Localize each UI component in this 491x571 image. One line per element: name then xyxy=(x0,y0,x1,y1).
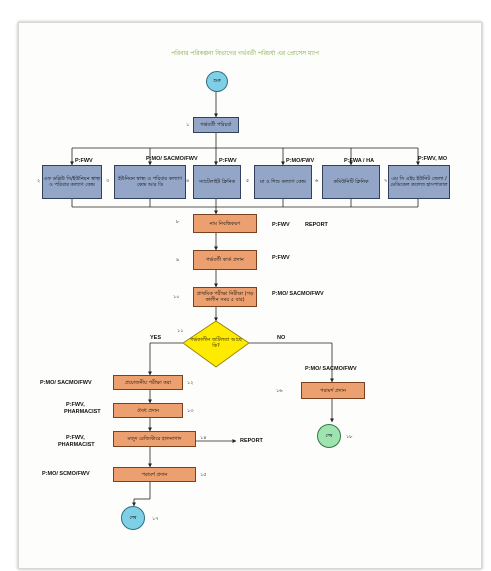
step14-label: মজুদ রেজিস্টারে হালনাগাদ xyxy=(127,436,182,442)
step5-box: মা ও শিশু কল্যাণ কেন্দ্র xyxy=(254,165,312,199)
step1-box: গর্ভবর্তী পরিচর্যা xyxy=(193,117,239,133)
step9-number: ৯ xyxy=(176,257,180,263)
step14-role: PHARMACIST xyxy=(58,442,95,448)
step12-role: P:MO/ SACMO/FWV xyxy=(40,380,92,386)
step8-role: P:FWV xyxy=(272,222,290,228)
step16-number: ১৬ xyxy=(276,388,283,394)
step12-box: প্রয়োজনীয় পরীক্ষা করা xyxy=(113,375,183,390)
step7-role: P:FWV, MO xyxy=(418,156,448,162)
step13-label: ঔষধ প্রদান xyxy=(136,407,160,414)
decision-label: গর্ভকালীন জটিলতা আছে কি? xyxy=(190,337,242,349)
step14-output: REPORT xyxy=(240,438,263,444)
step8-label: নাম নিবন্ধিকরণ xyxy=(209,220,241,227)
step1-label: গর্ভবর্তী পরিচর্যা xyxy=(200,122,232,128)
decision-number: ১১ xyxy=(177,328,184,334)
step15-role: P:MO/ SCMO/FWV xyxy=(42,471,90,477)
end-label-2: শেষ xyxy=(325,433,333,439)
step2-role: P:FWV xyxy=(75,158,93,164)
decision-yes-label: YES xyxy=(150,335,162,341)
step14-number: ১৪ xyxy=(200,435,207,441)
step12-label: প্রয়োজনীয় পরীক্ষা করা xyxy=(125,379,171,386)
step9-role: P:FWV xyxy=(272,255,290,261)
step13-role-line1: P:FWV, xyxy=(66,402,85,408)
step1-number: ১ xyxy=(186,122,190,128)
step13-number: ১৩ xyxy=(187,408,194,414)
step5-number: ৫ xyxy=(246,178,250,184)
decision-no-label: NO xyxy=(277,335,286,341)
decision-diamond xyxy=(182,320,250,368)
step13-box: ঔষধ প্রদান xyxy=(113,403,183,418)
step7-label: এম সি এইচ ইউনিট জেলা / মেডিকেল কলেজ হাসপ… xyxy=(390,176,448,188)
step6-number: ৬ xyxy=(315,178,319,184)
step4-number: ৪ xyxy=(186,178,190,184)
step16-box: পরামর্শ প্রদান xyxy=(301,382,365,399)
step6-role: P:FWA / HA xyxy=(344,158,375,164)
step8-output: REPORT xyxy=(305,222,328,228)
step12-number: ১২ xyxy=(187,380,194,386)
end-label-1: শেষ xyxy=(129,515,137,521)
step3-box: ইউনিয়ন স্বাস্থ্য ও পরিবার কল্যাণ কেন্দ্… xyxy=(114,165,186,199)
step2-box: এফ ডব্লিউ সি/ইউনিয়ন স্বাস্থ্য ও পরিবার … xyxy=(42,165,102,199)
step9-box: গর্ভবর্তী কার্ড প্রদান xyxy=(193,250,257,270)
start-node: শুরু xyxy=(206,71,228,92)
end-number-1: ১৭ xyxy=(152,516,159,522)
step3-label: ইউনিয়ন স্বাস্থ্য ও পরিবার কল্যাণ কেন্দ্… xyxy=(118,176,182,188)
end-node-2: শেষ xyxy=(317,424,341,448)
step2-number: ২ xyxy=(37,178,41,184)
end-node-1: শেষ xyxy=(121,506,145,530)
start-label: শুরু xyxy=(213,79,221,84)
step6-box: কমিউনিটি ক্লিনিক xyxy=(322,165,380,199)
step15-box: পরামর্শ প্রদান xyxy=(113,467,196,482)
step15-number: ১৫ xyxy=(200,472,207,478)
step13-role: PHARMACIST xyxy=(64,409,101,415)
step7-box: এম সি এইচ ইউনিট জেলা / মেডিকেল কলেজ হাসপ… xyxy=(388,165,450,199)
step4-box: স্যাটেলাইট ক্লিনিক xyxy=(193,165,241,199)
step4-label: স্যাটেলাইট ক্লিনিক xyxy=(198,179,236,185)
step14-box: মজুদ রেজিস্টারে হালনাগাদ xyxy=(113,431,196,447)
step3-number: ৩ xyxy=(106,178,110,184)
step16-label: পরামর্শ প্রদান xyxy=(320,387,346,394)
step10-label: প্রাথমিক পরীক্ষা নিরীক্ষা (গড় কালীন সময… xyxy=(196,291,254,303)
step10-number: ১০ xyxy=(173,294,180,300)
step9-label: গর্ভবর্তী কার্ড প্রদান xyxy=(206,257,244,263)
step14-role-line1: P:FWV, xyxy=(66,435,85,441)
step16-role: P:MO/ SACMO/FWV xyxy=(305,366,357,372)
diagram-title: পরিবার পরিকল্পনা বিভাগের গর্ভবর্তী পরিচর… xyxy=(171,50,319,57)
step10-role: P:MO/ SACMO/FWV xyxy=(272,291,324,297)
step15-label: পরামর্শ প্রদান xyxy=(141,471,168,478)
step2-label: এফ ডব্লিউ সি/ইউনিয়ন স্বাস্থ্য ও পরিবার … xyxy=(43,176,101,188)
step3-role: P:MO/ SACMO/FWV xyxy=(146,156,198,162)
step4-role: P:FWV xyxy=(219,158,237,164)
step5-role: P:MO/FWV xyxy=(286,158,315,164)
step7-number: ৭ xyxy=(384,178,388,184)
step8-number: ৮ xyxy=(176,219,180,225)
step6-label: কমিউনিটি ক্লিনিক xyxy=(333,179,369,185)
step8-box: নাম নিবন্ধিকরণ xyxy=(193,214,257,233)
step5-label: মা ও শিশু কল্যাণ কেন্দ্র xyxy=(260,179,306,185)
step10-box: প্রাথমিক পরীক্ষা নিরীক্ষা (গড় কালীন সময… xyxy=(193,287,257,307)
end-number-2: ১৮ xyxy=(346,434,353,440)
